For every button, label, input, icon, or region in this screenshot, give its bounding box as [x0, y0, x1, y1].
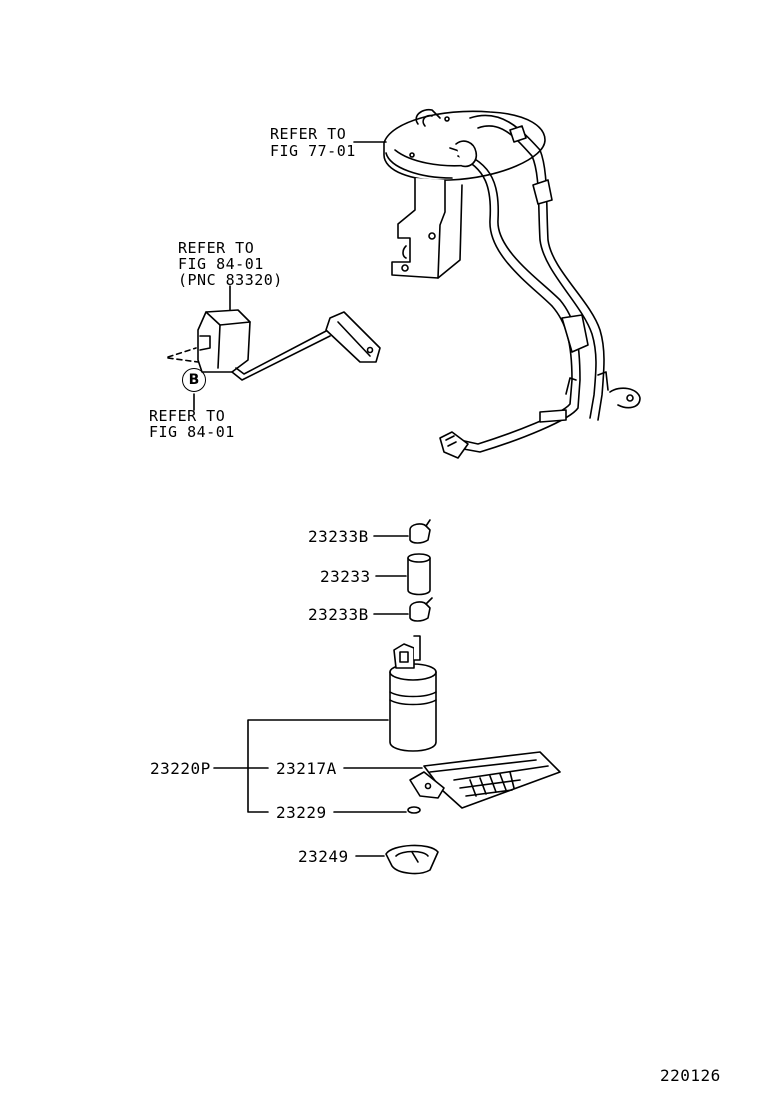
- fuel-filter-shape: [409, 751, 561, 809]
- part-23233b-lower: 23233B: [308, 605, 369, 624]
- part-23249: 23249: [298, 847, 349, 866]
- ref-sender-line3: (PNC 83320): [178, 271, 283, 289]
- part-23229: 23229: [276, 803, 327, 822]
- ref-sender-line2: FIG 84-01: [178, 255, 264, 273]
- ref-sender-line1: REFER TO: [178, 239, 255, 257]
- callout-b-marker: B: [182, 368, 206, 392]
- washer-shape: [407, 806, 421, 814]
- fuel-sender-unit: [197, 309, 381, 381]
- fuel-pump-shape: [389, 635, 437, 752]
- part-23220p: 23220P: [150, 759, 211, 778]
- fuel-lines: [439, 114, 641, 459]
- retainer-shape: [385, 844, 439, 875]
- ref-b-line2: FIG 84-01: [149, 423, 235, 441]
- clamp-upper-shape: [409, 519, 431, 544]
- clamp-lower-shape: [409, 597, 433, 622]
- ref-pump-line1: REFER TO: [270, 125, 347, 143]
- figure-number: 220126: [660, 1066, 721, 1085]
- part-23217a: 23217A: [276, 759, 337, 778]
- part-23233: 23233: [320, 567, 371, 586]
- hose-shape: [407, 553, 431, 596]
- ref-b-line1: REFER TO: [149, 407, 226, 425]
- part-23233b-upper: 23233B: [308, 527, 369, 546]
- ref-pump-line2: FIG 77-01: [270, 142, 356, 160]
